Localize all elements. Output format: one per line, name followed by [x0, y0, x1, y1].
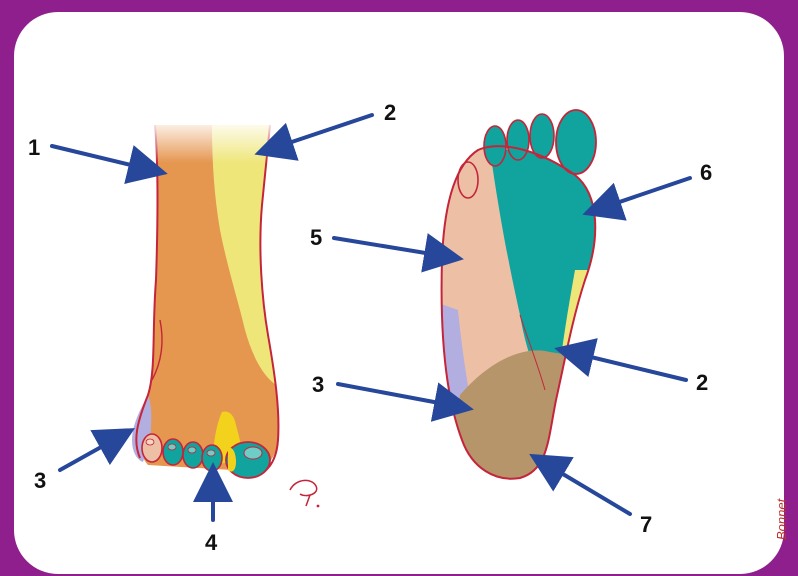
illustrator-mark	[290, 480, 317, 506]
toe-2-dorsal	[163, 439, 183, 465]
toe-4-dorsal	[202, 445, 222, 471]
label-4: 4	[205, 530, 218, 555]
arrow-6	[590, 178, 690, 212]
nail-4	[207, 450, 215, 456]
arrow-2-plantar	[562, 350, 686, 380]
nail-3	[188, 447, 196, 453]
toe-1-dorsal	[142, 434, 162, 462]
toe-3-plantar	[507, 120, 529, 160]
nail-big-toe	[244, 447, 262, 459]
leg-fade	[150, 118, 275, 163]
arrow-1	[52, 146, 160, 172]
big-toe-plantar	[556, 110, 596, 174]
toe-2-plantar	[530, 114, 554, 158]
nail-1	[146, 439, 154, 445]
toe-3-dorsal	[183, 442, 203, 468]
arrow-3-dorsal	[60, 432, 128, 470]
label-2-plantar: 2	[696, 370, 708, 395]
label-7: 7	[640, 512, 652, 537]
plantar-foot	[430, 110, 610, 490]
label-5: 5	[310, 225, 322, 250]
arrow-2-dorsal	[262, 115, 372, 152]
arrow-5	[334, 238, 456, 258]
arrow-7	[536, 458, 630, 514]
label-6: 6	[700, 160, 712, 185]
label-1: 1	[28, 135, 40, 160]
label-3-plantar: 3	[312, 372, 324, 397]
label-2-dorsal: 2	[384, 100, 396, 125]
label-3-dorsal: 3	[34, 468, 46, 493]
illustrator-mark-dot	[317, 505, 320, 508]
artist-signature: Bonnet	[774, 497, 789, 540]
nail-2	[168, 444, 176, 450]
arrow-3-plantar	[338, 384, 466, 408]
